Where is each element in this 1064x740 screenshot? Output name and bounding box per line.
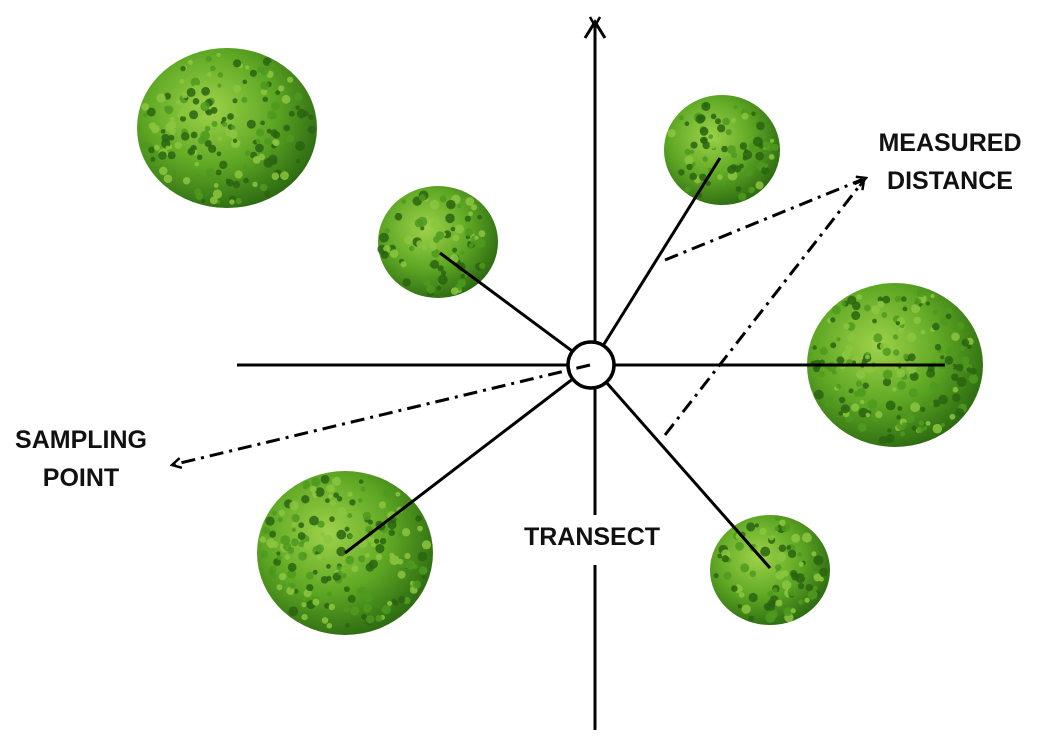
transect-arrow-icon	[583, 19, 607, 39]
tree-upper-right-icon	[664, 95, 780, 205]
distance-line-lower-left	[344, 363, 592, 555]
sampling-point-circle	[566, 340, 616, 390]
measured-distance-line2: DISTANCE	[887, 167, 1013, 195]
measured-distance-pointer-2	[663, 180, 864, 436]
distance-line-lower-right	[589, 364, 772, 569]
measured-distance-label: MEASURED DISTANCE	[860, 124, 1040, 200]
sampling-point-pointer	[172, 363, 591, 465]
measured-distance-line1: MEASURED	[878, 129, 1022, 157]
tree-upper-left-icon	[377, 186, 498, 298]
sampling-point-label: SAMPLING POINT	[0, 421, 162, 497]
tree-top-left-icon	[137, 48, 317, 208]
sampling-point-line1: SAMPLING	[15, 426, 147, 454]
tree-lower-right-icon	[710, 515, 830, 625]
measured-distance-pointer-1	[664, 178, 866, 262]
distance-line-upper-right	[589, 157, 722, 366]
transect-label: TRANSECT	[523, 523, 661, 551]
distance-line-upper-left	[439, 251, 592, 367]
sampling-point-line2: POINT	[42, 464, 120, 492]
